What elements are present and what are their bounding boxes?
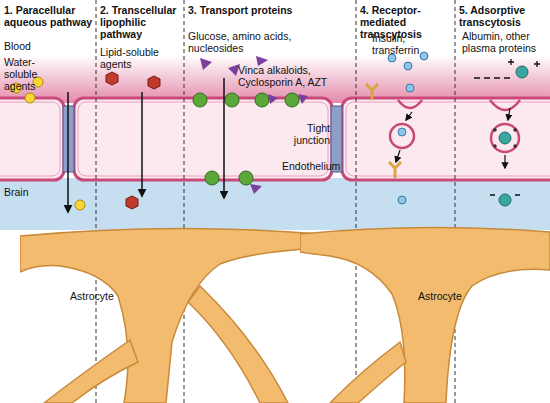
astrocyte-cell: Astrocyte xyxy=(20,222,320,403)
endothelial-cells xyxy=(0,98,550,180)
tight-junctions xyxy=(63,106,342,172)
astrocyte-shape xyxy=(20,222,320,403)
node-label: Astrocyte xyxy=(418,290,462,302)
receptor-transcytosis xyxy=(366,52,428,204)
pathway-heading: 1. Paracellular aqueous pathway xyxy=(4,4,96,28)
lipid-soluble-agents xyxy=(106,72,160,209)
agent-label: Glucose, amino acids, nucleosides xyxy=(188,30,298,54)
astrocyte-cell: Astrocyte xyxy=(300,222,550,403)
pathway-heading: 2. Transcellular lipophilic pathway xyxy=(100,4,184,40)
agent-label: Albumin, other plasma proteins xyxy=(462,30,548,54)
structure-label: Tight junction xyxy=(288,122,330,146)
astrocyte-shape xyxy=(300,222,550,403)
region-label: Brain xyxy=(4,186,54,198)
blood-region xyxy=(0,55,550,103)
agent-label: Water-soluble agents xyxy=(4,56,68,92)
structure-label: Endothelium xyxy=(282,160,342,172)
brain-region xyxy=(0,178,550,230)
pathway-heading: 3. Transport proteins xyxy=(188,4,353,16)
adsorptive-transcytosis xyxy=(474,59,540,206)
agent-label: Insulin, transferrin xyxy=(372,32,454,56)
region-label: Blood xyxy=(4,40,64,52)
agent-label: Lipid-soluble agents xyxy=(100,46,180,70)
node-label: Astrocyte xyxy=(70,290,114,302)
pathway-heading: 5. Adsorptive transcytosis xyxy=(459,4,547,28)
agent-label: Vinca alkaloids, Cyclosporin A, AZT xyxy=(238,64,336,88)
